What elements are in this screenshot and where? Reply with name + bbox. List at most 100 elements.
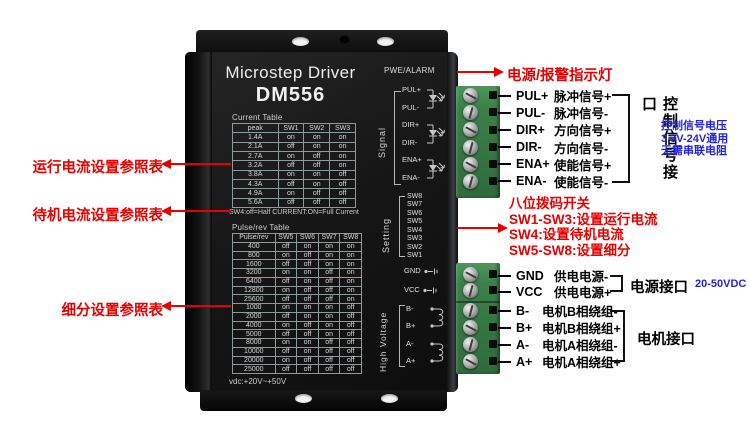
wire-slot: [489, 126, 497, 134]
motor-winding-icon: [430, 342, 444, 363]
motor-group-label: 电机接口: [637, 332, 695, 348]
run-current-annotation: 运行电流设置参照表: [32, 160, 164, 176]
terminal-desc: 电机A相绕组+: [542, 356, 621, 370]
wire-slot: [489, 340, 497, 348]
signal-terminal-block: [456, 86, 500, 198]
terminal-label-row: DIR- 方向信号-: [498, 140, 611, 156]
faceplate-power-pins: GND VCC: [404, 265, 448, 296]
microstep-annotation: 细分设置参照表: [61, 303, 164, 319]
leader-line: [498, 128, 511, 131]
power-group-bracket: [610, 275, 623, 292]
terminal-label-row: ENA- 使能信号-: [498, 174, 611, 190]
terminal-pin: GND: [516, 268, 544, 283]
terminal-label-row: A- 电机A相绕组-: [498, 337, 621, 353]
setting-section-label: Setting: [381, 217, 391, 253]
motor-terminal-labels: B-电机B相绕组-B+电机B相绕组+A-电机A相绕组-A+电机A相绕组+: [498, 303, 621, 370]
device-model: DM556: [255, 84, 326, 106]
terminal-block-seam: [456, 301, 500, 303]
terminal-screw: [463, 354, 478, 369]
faceplate-pin-label: PUL+: [402, 85, 421, 94]
leader-line: [498, 360, 511, 363]
leader-line: [498, 290, 511, 293]
switch-label: SW4: [407, 226, 423, 234]
faceplate-pin-row: GND: [404, 265, 448, 277]
microstep-leader: [169, 305, 231, 307]
dip-annotation-line: 八位拨码开关: [509, 196, 590, 211]
faceplate-pin-label: A-: [406, 338, 414, 348]
terminal-label-row: A+电机A相绕组+: [498, 355, 621, 370]
leader-line: [498, 309, 511, 312]
power-symbol-icon: [424, 268, 438, 274]
terminal-pin: B-: [516, 303, 530, 318]
terminal-screw: [463, 303, 478, 318]
faceplate-pin-label: ENA+: [402, 155, 422, 165]
power-motor-terminal-block: [456, 263, 500, 374]
terminal-label-row: B- 电机B相绕组-: [498, 303, 621, 319]
standby-current-annotation: 待机电流设置参照表: [32, 208, 164, 224]
terminal-desc: 脉冲信号-: [554, 107, 609, 122]
pulse-table-caption: Pulse/rev Table: [232, 223, 290, 232]
mounting-hole: [295, 394, 312, 403]
terminal-desc: 使能信号-: [554, 175, 609, 190]
faceplate-pin-row: VCC: [404, 284, 448, 296]
terminal-desc: 供电电源+: [554, 286, 612, 300]
switch-label: SW5: [407, 218, 423, 226]
terminal-desc: 电机B相绕组-: [542, 305, 618, 319]
arrow-left-icon: [161, 301, 171, 311]
terminal-pin: ENA+: [516, 157, 550, 172]
terminal-screw: [463, 157, 478, 172]
terminal-pin: A-: [516, 337, 530, 352]
leader-line: [498, 111, 511, 114]
motor-group-bracket: [610, 310, 625, 362]
motor-winding-icon: [430, 307, 444, 328]
terminal-label-row: PUL+脉冲信号+: [498, 89, 611, 104]
power-symbol-icon: [423, 287, 437, 293]
wire-slot: [489, 143, 497, 151]
terminal-pin: B+: [516, 320, 533, 335]
terminal-pin: DIR+: [516, 122, 545, 137]
power-alarm-leader: [457, 71, 495, 73]
leader-line: [498, 343, 511, 346]
terminal-pin: DIR-: [516, 140, 542, 155]
signal-group-label: 控制信号接口: [640, 96, 678, 181]
wire-slot: [489, 357, 497, 365]
terminal-screw: [463, 122, 478, 137]
faceplate-signal-pins: PUL+PUL-DIR+DIR-ENA+ENA-: [402, 84, 428, 184]
terminal-screw: [463, 283, 478, 298]
signal-section-label: Signal: [377, 126, 387, 158]
terminal-screw: [463, 140, 478, 155]
mounting-hole: [381, 394, 398, 403]
dip-annotation-line: SW4:设置待机电流: [509, 227, 624, 242]
wire-slot: [489, 323, 497, 331]
wire-slot: [489, 91, 497, 99]
terminal-screw: [463, 267, 478, 282]
leader-line: [498, 163, 511, 166]
terminal-screw: [463, 88, 478, 103]
terminal-desc: 电机A相绕组-: [542, 339, 618, 353]
arrow-right-icon: [498, 223, 508, 233]
switch-label: SW1: [407, 251, 423, 259]
wire-slot: [489, 108, 497, 116]
arrow-right-icon: [494, 67, 504, 77]
run-current-leader: [169, 163, 231, 165]
wire-slot: [489, 306, 497, 314]
screw-mark: [340, 36, 349, 43]
faceplate-pin-label: A+: [406, 355, 416, 365]
terminal-pin: ENA-: [516, 174, 547, 189]
high-voltage-section-label: High Voltage: [378, 311, 388, 372]
terminal-desc: 方向信号+: [554, 124, 612, 139]
switch-label: SW2: [407, 243, 423, 251]
switch-label: SW8: [407, 193, 423, 200]
terminal-desc: 方向信号-: [554, 141, 609, 156]
voltage-note: vdc:+20V~+50V: [229, 377, 287, 386]
dip-annotation-line: SW1-SW3:设置运行电流: [509, 211, 658, 227]
leader-line: [498, 146, 511, 149]
power-alarm-annotation: 电源/报警指示灯: [507, 68, 613, 84]
